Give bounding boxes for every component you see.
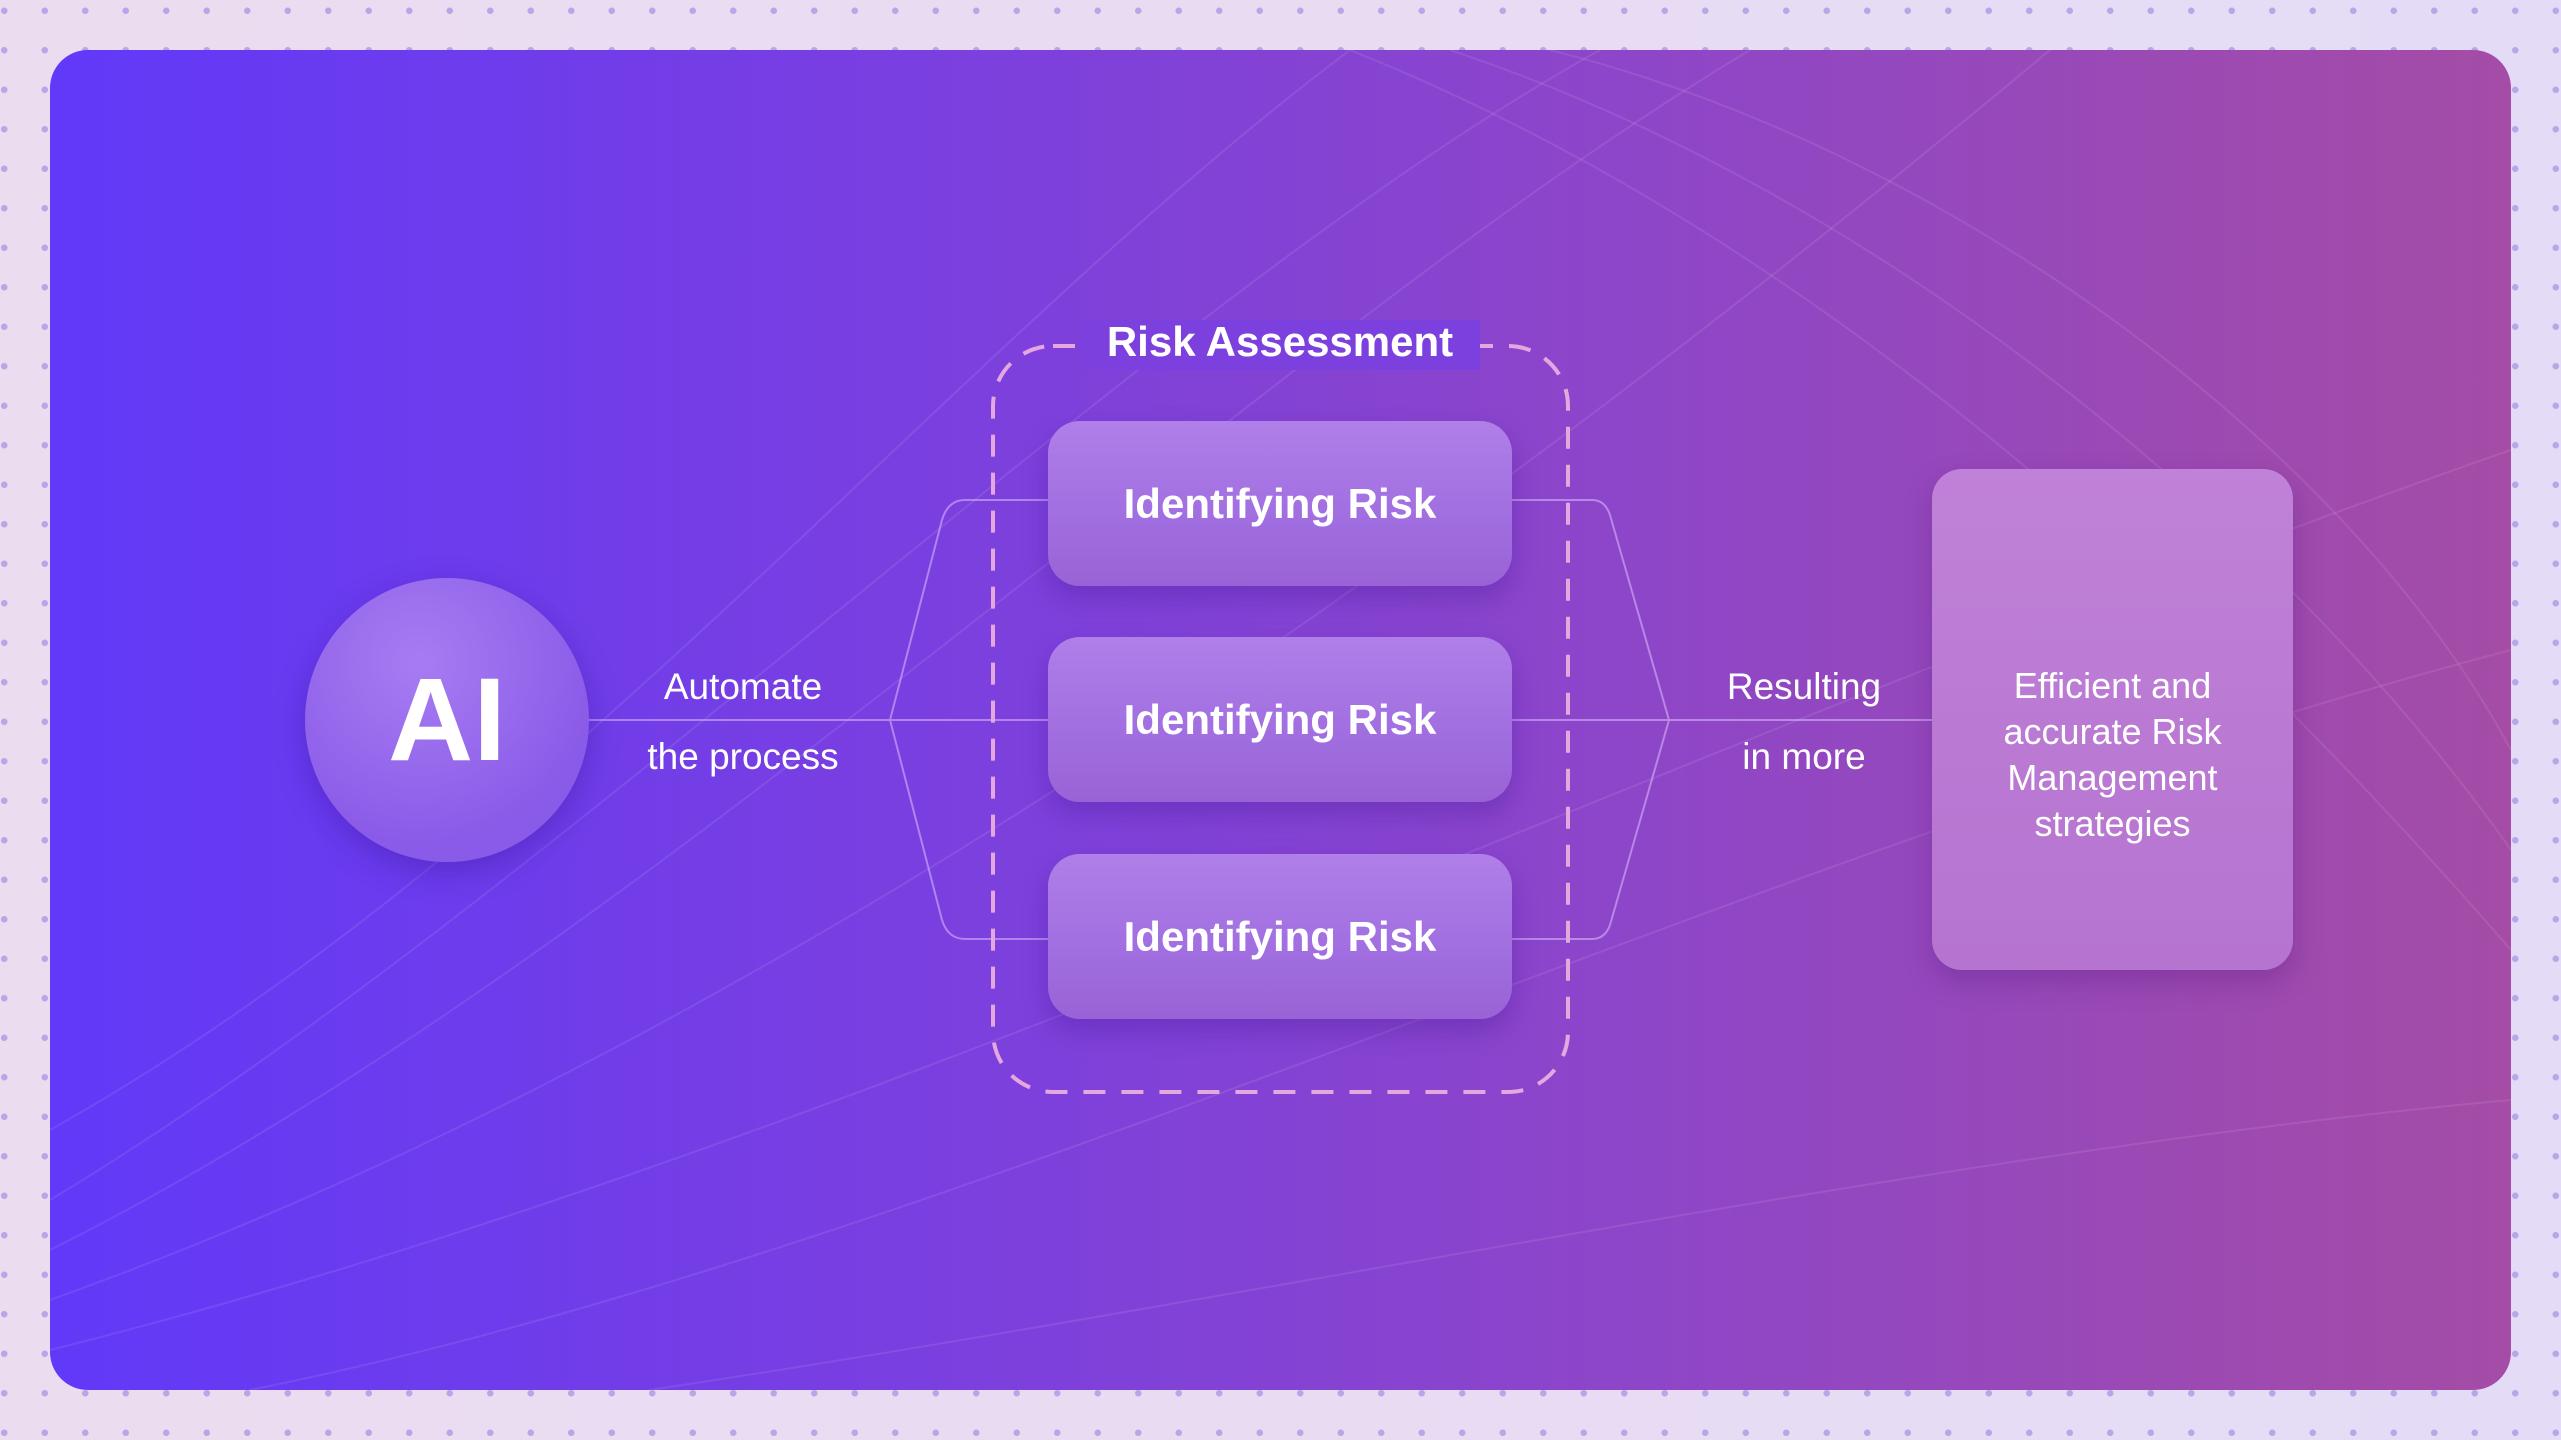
identifying-risk-label: Identifying Risk [1123, 912, 1437, 960]
result-box: Efficient and accurate Risk Management s… [1932, 469, 2293, 970]
identifying-risk-box-2: Identifying Risk [1048, 637, 1512, 802]
identifying-risk-label: Identifying Risk [1123, 479, 1437, 527]
in-more-label: in more [1742, 736, 1866, 777]
risk-assessment-dashed-border [991, 344, 1570, 1094]
the-process-label: the process [647, 736, 839, 777]
identifying-risk-box-1: Identifying Risk [1048, 421, 1512, 586]
identifying-risk-label: Identifying Risk [1123, 695, 1437, 743]
result-label: Efficient and accurate Risk Management s… [2003, 664, 2222, 844]
risk-assessment-title: Risk Assessment [1106, 318, 1454, 365]
ai-node: AI [305, 578, 589, 862]
ai-label: AI [388, 654, 506, 786]
automate-label: Automate [663, 666, 823, 707]
resulting-label: Resulting [1726, 666, 1882, 707]
identifying-risk-box-3: Identifying Risk [1048, 854, 1512, 1019]
